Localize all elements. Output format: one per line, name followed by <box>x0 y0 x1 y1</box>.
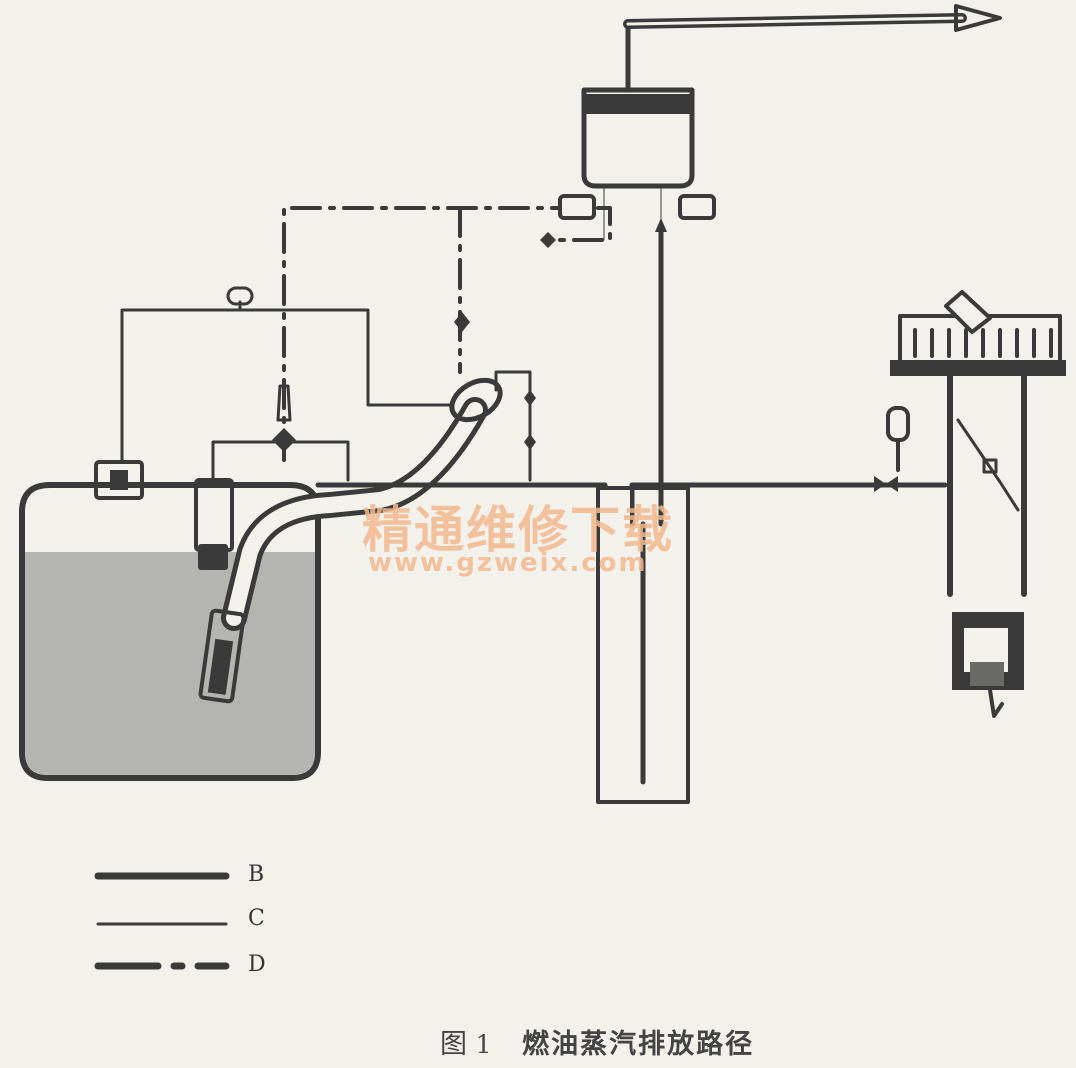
figure-number: 1 <box>475 1030 492 1059</box>
legend-label-c: C <box>248 906 265 931</box>
engine-ecu <box>952 612 1024 718</box>
figure-label: 图 <box>440 1029 467 1060</box>
thin-lines <box>120 300 532 482</box>
figure-title: 燃油蒸汽排放路径 <box>522 1029 755 1060</box>
fuel-pickup <box>198 608 246 704</box>
tank-vent-valve <box>94 460 144 500</box>
filler-cap <box>449 377 503 423</box>
figure-caption: 图 1 燃油蒸汽排放路径 <box>440 1022 754 1061</box>
tank-pressure-valve <box>226 286 254 306</box>
check-valves <box>272 232 898 492</box>
charcoal-canister <box>596 486 690 804</box>
fuel-level <box>25 552 315 775</box>
legend-lines <box>94 872 230 970</box>
watermark-url: www.gzweix.com <box>368 548 648 578</box>
exhaust-outlet <box>623 4 1002 32</box>
injector <box>886 406 910 442</box>
legend-label-b: B <box>248 862 265 887</box>
watermark-text: 精通维修下载 <box>362 500 674 559</box>
dashdot-lines <box>282 206 612 462</box>
engine-intake-manifold <box>886 290 1066 597</box>
tank-sender-unit <box>194 478 234 552</box>
legend-label-d: D <box>248 952 266 977</box>
canister-purge-valve <box>558 21 716 241</box>
fuel-filler-pipe <box>198 377 503 704</box>
